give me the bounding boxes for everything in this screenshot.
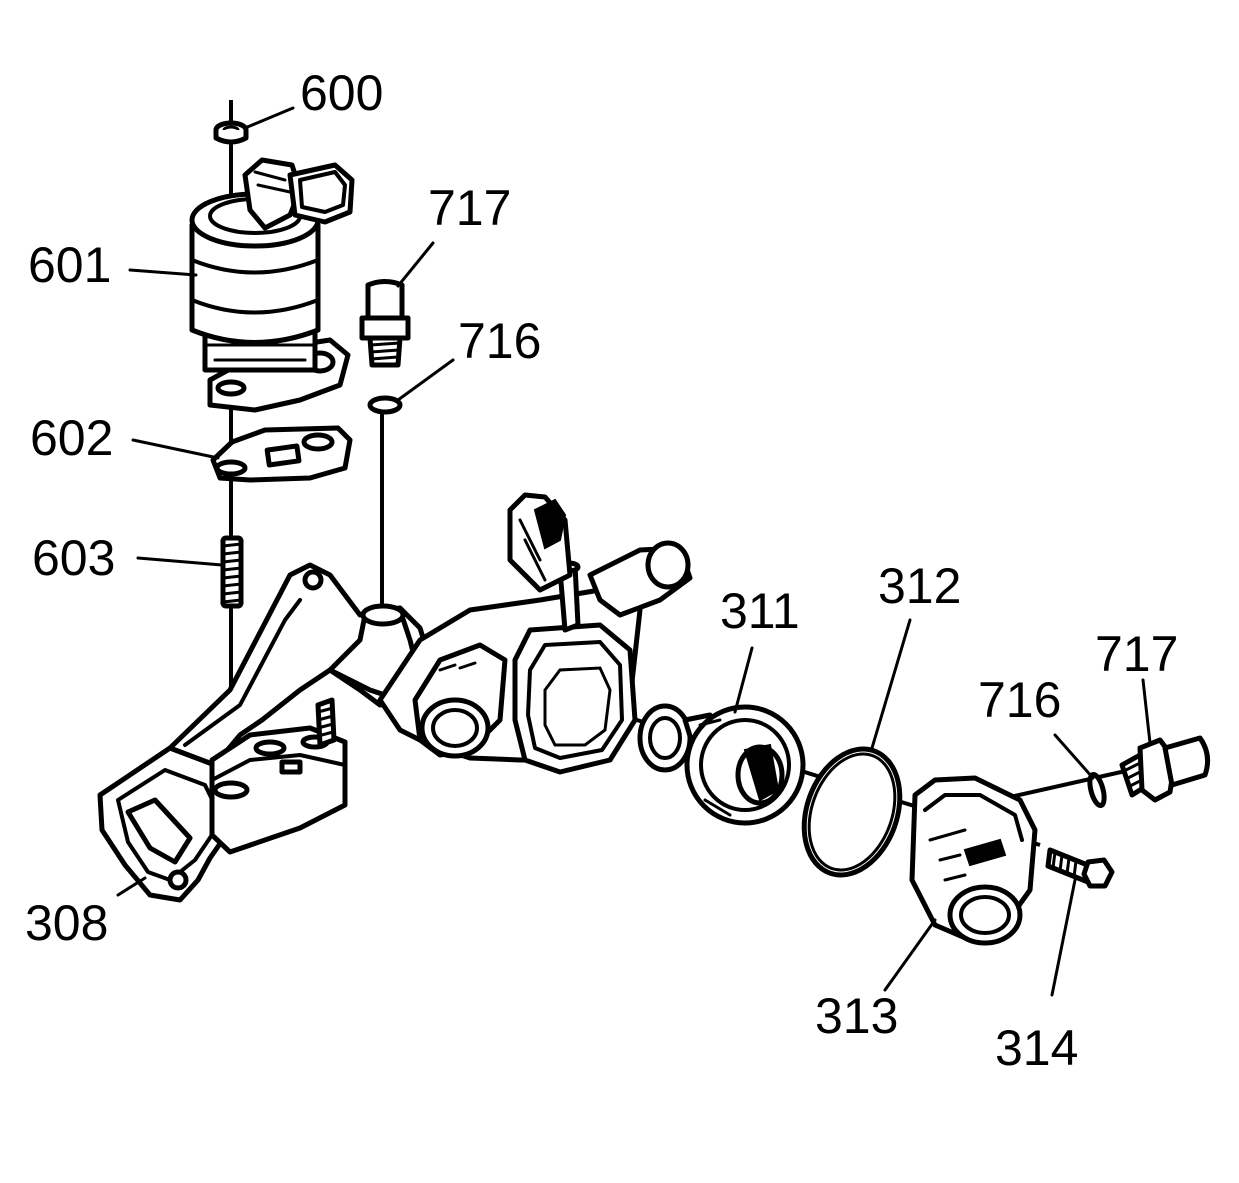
label-717-top: 717	[428, 180, 511, 236]
label-314: 314	[995, 1020, 1078, 1076]
label-603: 603	[32, 530, 115, 586]
thermostat-311	[637, 703, 806, 826]
label-600: 600	[300, 65, 383, 121]
gasket-602	[210, 425, 353, 483]
egr-valve-601	[189, 157, 355, 413]
label-602: 602	[30, 410, 113, 466]
label-601: 601	[28, 237, 111, 293]
label-716-right: 716	[978, 672, 1061, 728]
label-308: 308	[25, 895, 108, 951]
label-716-top: 716	[458, 313, 541, 369]
sensor-717-right	[1119, 735, 1211, 803]
washer-716-top	[367, 395, 403, 415]
callout-labels: 600 601 602 603 717 716 308 311 312 313 …	[25, 65, 1178, 1076]
coolant-housing-308	[97, 492, 693, 903]
washer-716-right	[1087, 771, 1107, 809]
bolt-314	[1045, 847, 1115, 889]
sensor-717-top	[359, 279, 411, 368]
label-312: 312	[878, 558, 961, 614]
label-311: 311	[720, 583, 800, 639]
outlet-313	[909, 775, 1038, 946]
seal-312	[801, 746, 903, 878]
label-313: 313	[815, 988, 898, 1044]
stud-603	[220, 535, 244, 609]
nut-600	[213, 120, 249, 145]
leader-lines	[116, 106, 1152, 997]
label-717-right: 717	[1095, 626, 1178, 682]
